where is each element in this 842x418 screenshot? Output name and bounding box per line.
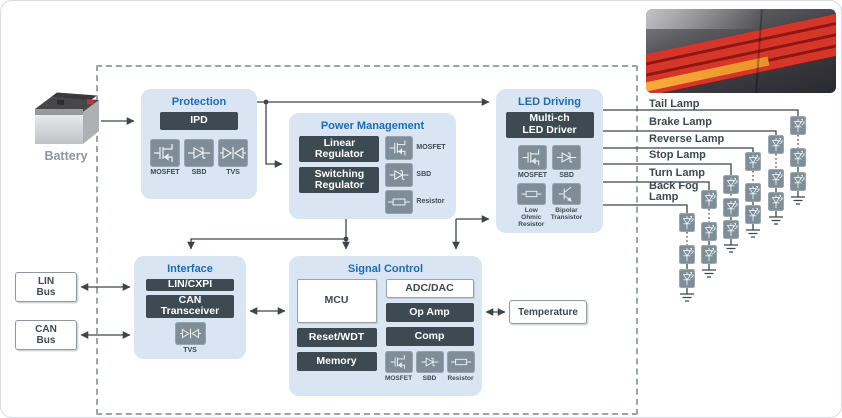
block-led-driving: LED Driving Multi-ch LED Driver MOSFET S… — [496, 89, 603, 233]
system-boundary-frame — [96, 65, 638, 415]
sbd-icon: SBD — [552, 144, 582, 180]
led-icon — [723, 198, 739, 217]
lamp-label: Tail Lamp — [649, 98, 700, 110]
led-icon — [790, 148, 806, 167]
lamp-wire — [603, 109, 799, 116]
tvs-icon: TVS — [218, 139, 248, 177]
lamp-wire — [724, 244, 738, 253]
temperature-box: Temperature — [509, 300, 587, 324]
connector-protection-powermanagement — [265, 102, 283, 168]
resistor-icon: Resistor — [385, 190, 445, 214]
lamp-wire — [791, 196, 805, 205]
resistor-icon: Resistor — [446, 351, 475, 383]
mosfet-icon: MOSFET — [385, 136, 446, 160]
led-icon — [723, 175, 739, 194]
mosfet-icon: MOSFET — [150, 139, 180, 177]
lamp-wire — [702, 269, 716, 278]
block-signal-control: Signal Control MCU Reset/WDT Memory ADC/… — [289, 256, 482, 396]
led-icon — [745, 205, 761, 224]
chip-mcu: MCU — [296, 279, 377, 323]
lamp-label: Back Fog Lamp — [649, 180, 699, 203]
block-title: Interface — [167, 263, 213, 275]
chip-reset-wdt: Reset/WDT — [296, 328, 377, 347]
connector-pm-interface — [187, 238, 346, 250]
bipolar-transistor-icon: Bipolar Transistor — [551, 183, 582, 228]
chip-multich-led-driver: Multi-ch LED Driver — [505, 112, 594, 138]
led-icon — [701, 222, 717, 241]
lamp-wire — [769, 216, 783, 225]
sbd-icon: SBD — [415, 351, 444, 383]
lamp-wire — [603, 204, 688, 213]
block-protection: Protection IPD MOSFET SBD TVS — [141, 89, 257, 199]
lamp-label: Reverse Lamp — [649, 133, 725, 145]
chip-op-amp: Op Amp — [385, 303, 474, 322]
chip-comp: Comp — [385, 327, 474, 346]
lamp-wire — [746, 229, 760, 238]
lamp-wire — [680, 293, 694, 302]
tail-lamp-photo — [646, 9, 836, 93]
can-bus-box: CAN Bus — [15, 320, 77, 350]
block-title: Protection — [171, 96, 227, 108]
chip-switching-regulator: Switching Regulator — [299, 167, 380, 193]
lin-bus-box: LIN Bus — [15, 272, 77, 302]
car-body-highlight — [646, 9, 836, 29]
block-title: Signal Control — [347, 263, 424, 275]
led-icon — [701, 245, 717, 264]
chip-memory: Memory — [296, 352, 377, 371]
led-icon — [679, 213, 695, 232]
sbd-icon: SBD — [385, 163, 445, 187]
mosfet-icon: MOSFET — [518, 144, 547, 180]
led-icon — [701, 190, 717, 209]
led-icon — [768, 135, 784, 154]
led-icon — [723, 220, 739, 239]
mosfet-icon: MOSFET — [384, 351, 413, 383]
lamp-wire — [603, 181, 710, 190]
block-title: LED Driving — [518, 96, 581, 108]
sbd-icon: SBD — [184, 139, 214, 177]
block-interface: Interface LIN/CXPI CAN Transceiver TVS — [134, 256, 246, 359]
battery-label: Battery — [44, 149, 88, 163]
led-icon — [745, 152, 761, 171]
block-power-management: Power Management Linear Regulator Switch… — [289, 113, 456, 219]
chip-ipd: IPD — [160, 112, 238, 130]
lamp-label: Turn Lamp — [649, 167, 706, 179]
lamp-wire — [603, 163, 732, 175]
block-title: Power Management — [320, 120, 425, 132]
chip-can-transceiver: CAN Transceiver — [146, 294, 234, 318]
led-icon — [679, 269, 695, 288]
lamp-wire — [603, 147, 754, 152]
battery-image: Battery — [27, 87, 105, 163]
led-icon — [745, 183, 761, 202]
lamp-label: Brake Lamp — [649, 116, 712, 128]
led-icon — [768, 169, 784, 188]
lamp-wire — [603, 130, 777, 135]
chip-linear-regulator: Linear Regulator — [299, 136, 380, 162]
lamp-label: Stop Lamp — [649, 149, 706, 161]
led-icon — [790, 116, 806, 135]
tvs-icon: TVS — [174, 321, 206, 355]
led-icon — [768, 192, 784, 211]
led-icon — [679, 245, 695, 264]
chip-adc-dac: ADC/DAC — [385, 279, 474, 298]
chip-lin-cxpi: LIN/CXPI — [146, 278, 234, 291]
led-icon — [790, 172, 806, 191]
low-ohmic-resistor-icon: Low Ohmic Resistor — [516, 183, 546, 228]
